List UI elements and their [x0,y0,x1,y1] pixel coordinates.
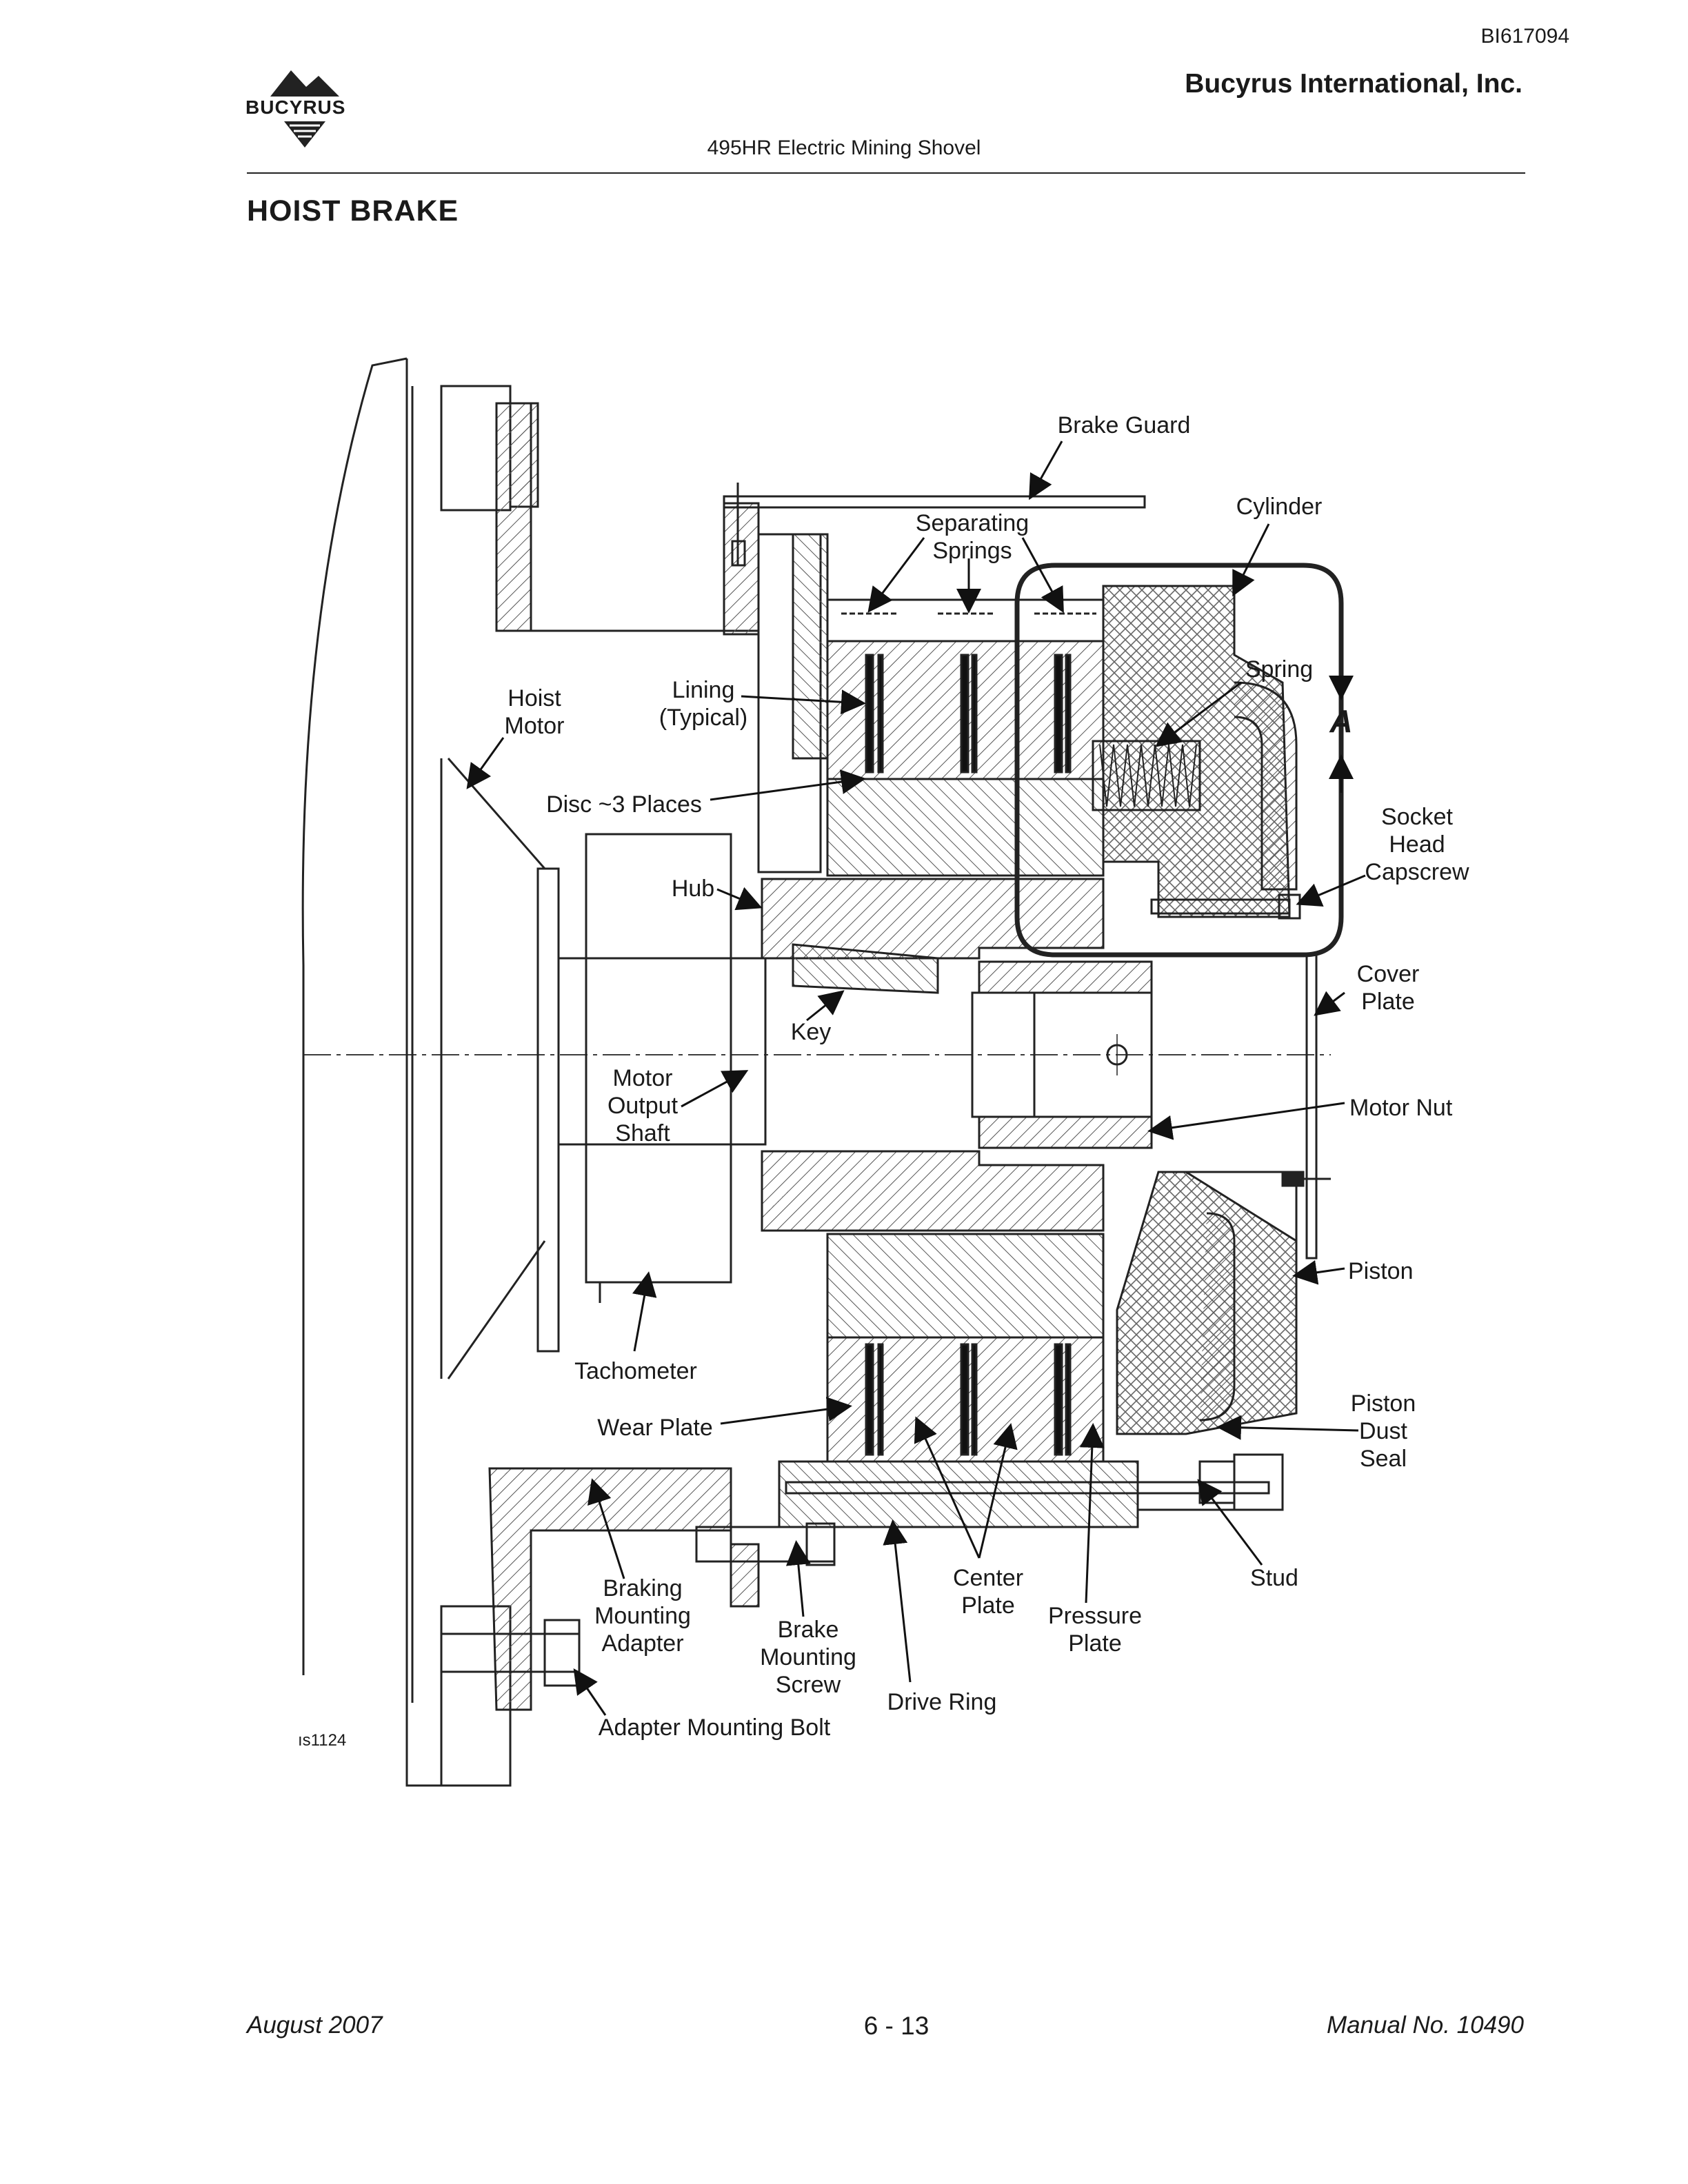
manual-number: Manual No. 10490 [1326,2012,1524,2039]
logo-text: BUCYRUS [245,97,346,118]
motor-nut [978,960,1153,994]
label-disc: Disc ~3 Places [546,791,702,818]
socket-head-capscrew [1150,898,1291,915]
view-a-outline [1014,563,1344,958]
label-tachometer: Tachometer [574,1358,697,1384]
upper-disc-2 [960,654,969,774]
section-title: HOIST BRAKE [247,194,459,228]
label-brake-mounting-screw-3: Screw [776,1672,841,1698]
label-piston: Piston [1348,1258,1414,1284]
footer-date: August 2007 [247,2012,383,2039]
braking-mounting-adapter [488,1467,760,1711]
label-motor-nut: Motor Nut [1349,1095,1453,1121]
tachometer-body [585,833,732,1284]
label-pressure-plate-1: Pressure [1048,1603,1142,1629]
company-name: Bucyrus International, Inc. [1185,69,1523,99]
page-number: 6 - 13 [863,2012,930,2040]
motor-frame [405,358,441,1787]
label-cover-plate-1: Cover [1357,961,1420,987]
key [792,943,939,994]
label-hub: Hub [672,876,714,902]
label-brake-mounting-screw-2: Mounting [760,1644,856,1670]
upper-drive-ring [826,598,1105,643]
label-socket-head-capscrew-3: Capscrew [1365,859,1469,885]
figure-id: ıs1124 [298,1731,346,1750]
hoist-motor-housing [301,357,408,1675]
label-brake-mounting-screw-1: Brake [778,1617,839,1643]
label-lining-2: (Typical) [659,705,747,731]
stud [785,1481,1270,1495]
document-subtitle: 495HR Electric Mining Shovel [707,136,981,159]
view-a-label: A [1329,703,1352,739]
label-motor-output-shaft-3: Shaft [615,1120,670,1146]
label-hoist-motor-1: Hoist [508,685,561,711]
lower-disc-1 [865,1343,874,1456]
label-socket-head-capscrew-1: Socket [1381,804,1453,830]
motor-output-shaft-body [557,957,767,1146]
brake-mounting-screw [695,1526,836,1563]
label-hoist-motor-2: Motor [505,713,565,739]
label-brake-guard: Brake Guard [1058,412,1191,438]
label-piston-dust-seal-1: Piston [1351,1391,1416,1417]
label-separating-springs-2: Springs [932,538,1012,564]
label-braking-mounting-adapter-3: Adapter [601,1630,683,1657]
label-wear-plate: Wear Plate [597,1415,713,1441]
label-spring: Spring [1245,656,1313,682]
label-socket-head-capscrew-2: Head [1389,831,1445,858]
upper-cylinder [1102,585,1291,918]
document-id: BI617094 [1480,25,1569,48]
label-piston-dust-seal-3: Seal [1360,1446,1407,1472]
label-motor-output-shaft-1: Motor [613,1065,673,1091]
label-drive-ring: Drive Ring [887,1689,997,1715]
header-rule [247,172,1525,174]
label-motor-output-shaft-2: Output [607,1093,679,1119]
upper-disc-1 [865,654,874,774]
label-stud: Stud [1250,1565,1298,1591]
label-piston-dust-seal-2: Dust [1359,1418,1407,1444]
label-key: Key [791,1019,832,1045]
label-pressure-plate-2: Plate [1068,1630,1122,1657]
label-braking-mounting-adapter-2: Mounting [594,1603,691,1629]
label-center-plate-2: Plate [961,1593,1015,1619]
label-separating-springs-1: Separating [916,510,1029,536]
lower-disc-3 [1054,1343,1063,1456]
label-adapter-mounting-bolt: Adapter Mounting Bolt [599,1715,831,1741]
label-braking-mounting-adapter-1: Braking [603,1575,682,1601]
bucyrus-logo: BUCYRUS [243,66,367,152]
label-lining-1: Lining [672,677,735,703]
label-cover-plate-2: Plate [1361,989,1415,1015]
lower-disc-2 [960,1343,969,1456]
logo-mark-icon [270,70,339,148]
brake-guard [723,495,1146,509]
label-cylinder: Cylinder [1236,494,1323,520]
return-spring [1092,740,1201,811]
upper-disc-3 [1054,654,1063,774]
label-center-plate-1: Center [953,1565,1023,1591]
